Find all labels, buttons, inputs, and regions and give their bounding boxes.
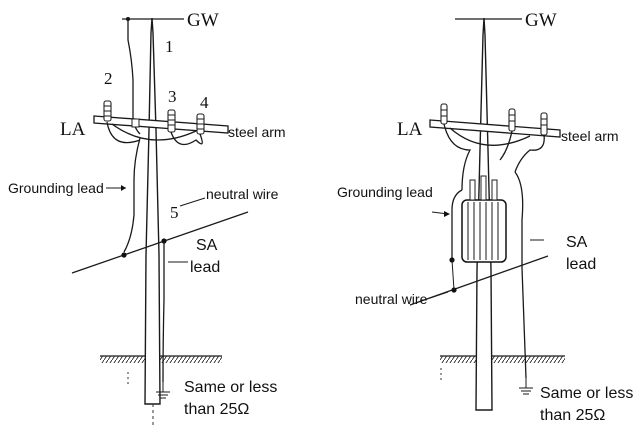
right-pole-figure: GW LA steel arm Grounding lead neutral w… [337,10,633,424]
left-pole [144,17,161,405]
right-transformer [461,175,507,263]
right-ground-symbol [519,378,533,395]
right-ground-surface [440,355,565,363]
left-grounding-lead-label: Grounding lead [8,180,104,196]
left-arrester-jumpers [106,121,203,146]
left-arm-clamp [131,118,140,128]
left-label-4: 4 [200,93,209,112]
left-neutral-wire-label: neutral wire [206,186,279,202]
left-ground-wire [122,17,184,21]
right-grounding-lead [451,189,463,258]
right-arm-brace [449,127,531,146]
left-sa-label-line2: lead [190,259,220,276]
right-sa-lead [514,171,527,379]
left-neutral-pointer [179,197,206,207]
right-steel-arm [429,119,561,138]
left-sa-label-line1: SA [196,237,218,254]
left-arrester-3 [167,109,176,133]
left-pole-figure: GW LA 1 2 3 4 5 steel arm Grounding lead… [8,10,286,425]
left-label-3: 3 [168,87,177,106]
left-resistance-line1: Same or less [184,379,277,396]
right-resistance-line1: Same or less [540,385,633,402]
right-primary-jumpers [443,123,545,191]
left-la-label: LA [60,119,86,140]
left-neutral-wire [71,211,249,274]
right-neutral-wire-label: neutral wire [355,291,428,307]
right-sa-label-line1: SA [566,234,588,251]
left-neutral-junction-a [121,252,127,258]
right-la-label: LA [397,119,423,140]
right-sa-label-line2: lead [566,256,596,273]
left-steel-arm [93,115,229,134]
left-arrester-2 [103,100,112,122]
left-resistance-line2: than 25Ω [184,401,249,418]
left-grounding-lead [123,137,141,253]
right-gw-label: GW [525,10,557,31]
right-steel-arm-label: steel arm [561,128,619,144]
right-neutral-pointer [429,291,449,299]
left-sa-lead [162,241,165,383]
left-ground-surface [100,355,222,363]
left-label-5: 5 [170,203,179,222]
left-label-1: 1 [165,37,174,56]
right-grounding-lead-label: Grounding lead [337,184,433,200]
left-gw-label: GW [187,10,219,31]
left-ground-symbol [156,382,170,399]
left-steel-arm-label: steel arm [228,124,286,140]
left-gw-down-lead [127,19,141,135]
left-arm-brace [111,123,197,141]
right-resistance-line2: than 25Ω [540,407,605,424]
left-arrester-4 [196,113,205,135]
left-label-2: 2 [104,69,113,88]
